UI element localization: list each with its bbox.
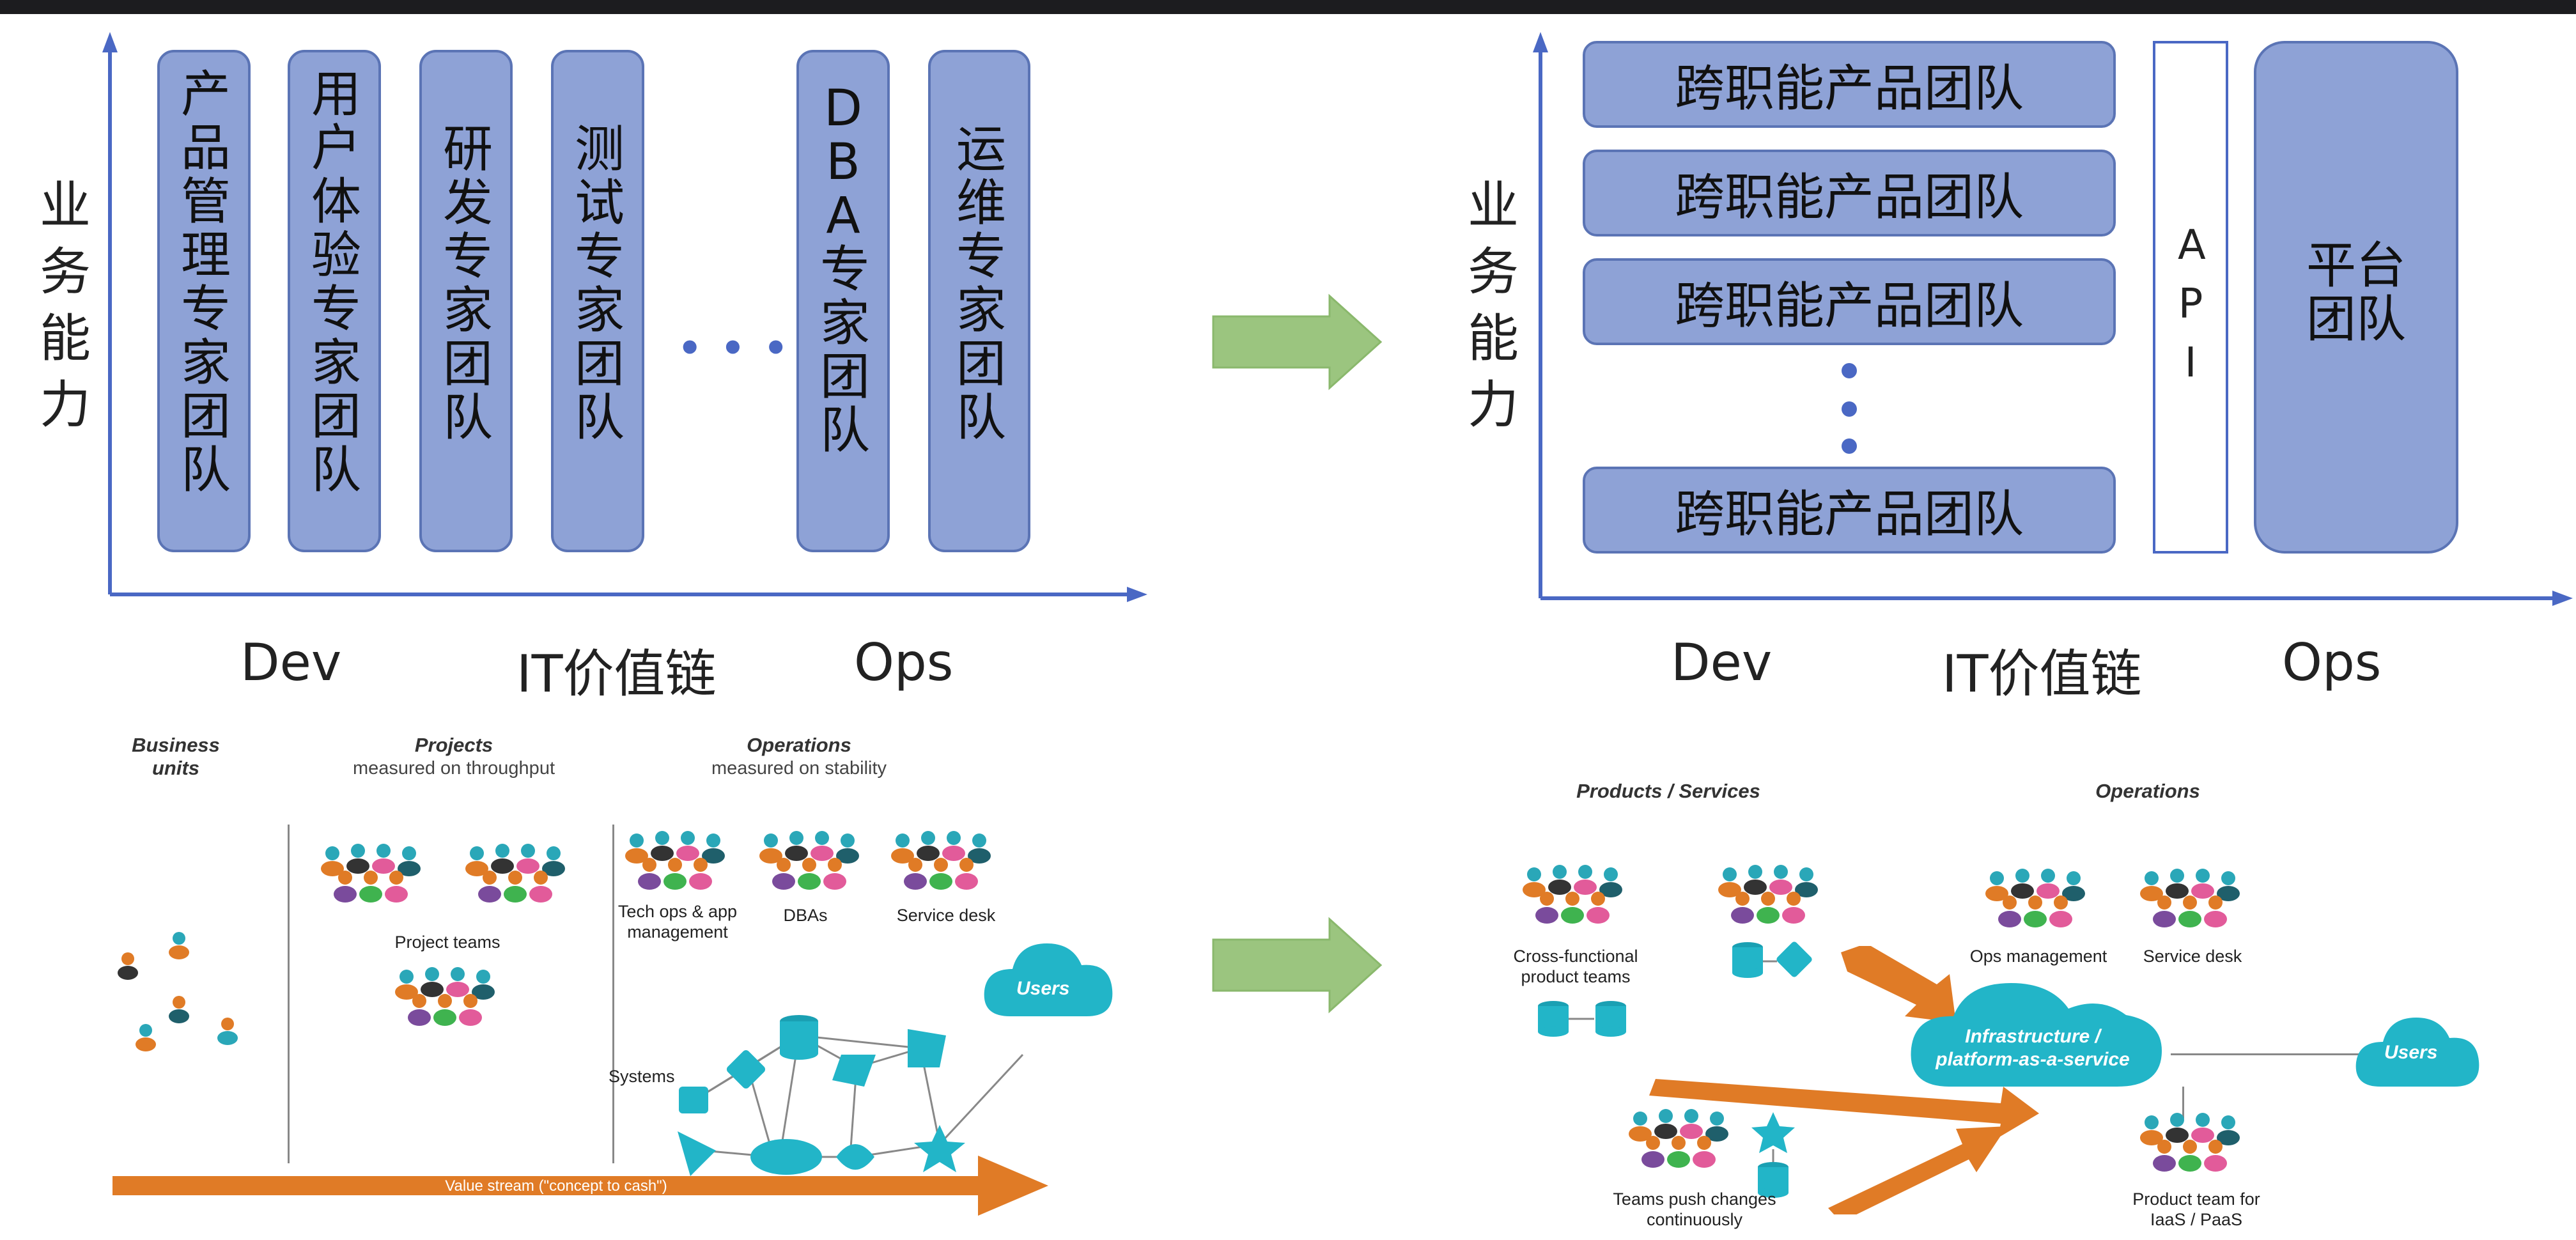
cross-functional-team-row: 跨职能产品团队 — [1583, 150, 2116, 236]
project-team-icon — [395, 967, 495, 1026]
project-team-icon — [465, 844, 565, 903]
systems-network — [678, 1015, 1024, 1176]
top-right-diagram: 业务能力 跨职能产品团队 跨职能产品团队 跨职能产品团队 跨职能产品团队 API… — [1406, 0, 2576, 704]
team-column-ops: 运维专家团队 — [928, 50, 1030, 552]
team-column-product: 产品管理专家团队 — [157, 50, 251, 552]
team-column-dev: 研发专家团队 — [419, 50, 513, 552]
team-column-ux: 用户体验专家团队 — [288, 50, 381, 552]
operations-subtitle: measured on stability — [711, 758, 887, 779]
team-push-icon — [1629, 1109, 1728, 1168]
systems-label: Systems — [609, 1067, 675, 1086]
star-db-icon — [1751, 1112, 1795, 1198]
platform-team-box: 平台团队 — [2254, 41, 2458, 554]
service-desk-label: Service desk — [2143, 947, 2242, 966]
ops-management-label: Ops management — [1969, 947, 2107, 966]
db-pair-icon — [1538, 1001, 1626, 1037]
users-cloud-icon — [984, 943, 1113, 1016]
team-column-dba: DBA专家团队 — [796, 50, 890, 552]
project-team-icon — [321, 844, 421, 903]
projects-header: Projects measured on throughput — [313, 734, 594, 780]
service-desk-label: Service desk — [896, 906, 996, 925]
api-label: API — [2178, 222, 2206, 387]
transition-arrow-top — [1212, 293, 1383, 391]
platform-team-label: 平台团队 — [2306, 237, 2406, 348]
top-right-axes — [1533, 32, 2573, 606]
team-column-label: DBA专家团队 — [820, 80, 871, 460]
cross-functional-label: Cross-functional product teams — [1513, 947, 1638, 986]
ops-team-icon — [625, 831, 725, 890]
operations-header: Operations measured on stability — [671, 734, 927, 780]
cross-functional-team-row: 跨职能产品团队 — [1583, 41, 2116, 128]
x-label-value-chain: IT价值链 — [1942, 644, 2142, 704]
tech-ops-label: Tech ops & app management — [617, 902, 738, 942]
operations-title: Operations — [747, 734, 851, 756]
x-label-ops: Ops — [2282, 633, 2382, 692]
window-top-strip — [0, 0, 2576, 14]
vertical-ellipsis — [1842, 363, 1857, 454]
product-team-for-label: Product team for IaaS / PaaS — [2132, 1190, 2260, 1229]
x-label-dev: Dev — [240, 633, 342, 692]
x-label-ops: Ops — [854, 633, 954, 692]
team-column-label: 研发专家团队 — [443, 121, 493, 447]
column-separator — [288, 825, 290, 1163]
infrastructure-label: Infrastructure / platform-as-a-service — [1936, 1026, 2130, 1070]
teams-push-label: Teams push changes continuously — [1613, 1190, 1776, 1229]
team-column-label: 运维专家团队 — [956, 121, 1007, 447]
infrastructure-cloud-icon — [1911, 983, 2162, 1087]
infra-product-line — [2182, 1087, 2184, 1119]
ops-team-icon — [891, 831, 991, 890]
api-box: API — [2153, 41, 2228, 554]
ops-team-icon — [759, 831, 859, 890]
ops-management-team-icon — [1985, 869, 2085, 927]
team-column-label: 用户体验专家团队 — [311, 66, 362, 499]
value-stream-label: Value stream ("concept to cash") — [445, 1177, 667, 1195]
ellipsis-dots: • • • — [678, 326, 791, 371]
top-left-axes — [102, 32, 1147, 602]
column-separator — [612, 825, 614, 1163]
db-diamond-icon — [1732, 942, 1812, 978]
product-team-icon — [1523, 865, 1622, 924]
flow-arrows — [1649, 946, 2039, 1214]
dbas-label: DBAs — [783, 906, 828, 925]
users-cloud-icon — [2355, 1018, 2479, 1087]
iaas-paas-team-icon — [2140, 1113, 2240, 1172]
project-teams-label: Project teams — [394, 933, 500, 952]
projects-title: Projects — [414, 734, 493, 756]
business-units-header: Business units — [132, 734, 220, 779]
team-column-label: 测试专家团队 — [575, 121, 625, 447]
team-column-test: 测试专家团队 — [551, 50, 644, 552]
top-left-diagram: 业务能力 产品管理专家团队 用户体验专家团队 研发专家团队 测试专家团队 • •… — [0, 0, 1214, 704]
products-services-header: Products / Services — [1576, 780, 1760, 802]
y-axis-label: 业务能力 — [1468, 176, 1519, 435]
cross-functional-team-row: 跨职能产品团队 — [1583, 467, 2116, 554]
value-stream-arrow — [113, 1156, 1048, 1216]
bottom-left-diagram: Business units Projects measured on thro… — [0, 703, 1151, 1240]
cross-functional-team-row: 跨职能产品团队 — [1583, 258, 2116, 345]
business-unit-people-icons — [118, 932, 238, 1051]
y-axis-label: 业务能力 — [40, 176, 91, 435]
service-desk-team-icon — [2140, 869, 2240, 927]
transition-arrow-bottom — [1212, 917, 1383, 1014]
bottom-right-diagram: Products / Services Operations Cross-fun… — [1470, 703, 2576, 1240]
x-label-dev: Dev — [1671, 633, 1773, 692]
infra-users-line — [2171, 1053, 2407, 1055]
operations-header: Operations — [2095, 780, 2200, 802]
x-label-value-chain: IT价值链 — [516, 644, 717, 704]
projects-subtitle: measured on throughput — [353, 758, 555, 779]
users-label: Users — [2384, 1042, 2438, 1063]
users-label: Users — [1016, 978, 1070, 999]
team-column-label: 产品管理专家团队 — [181, 66, 231, 499]
product-team-icon — [1718, 865, 1818, 924]
